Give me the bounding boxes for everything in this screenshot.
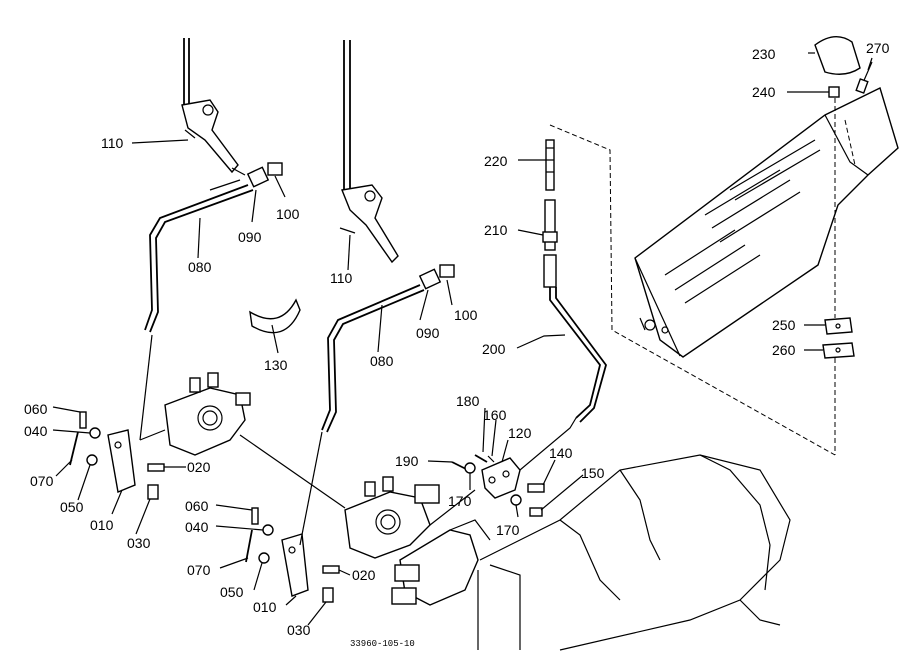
label-190: 190: [395, 453, 419, 469]
label-080-upper: 080: [188, 259, 212, 275]
label-040-left: 040: [24, 423, 48, 439]
label-210: 210: [484, 222, 508, 238]
label-090-upper: 090: [238, 229, 262, 245]
label-150: 150: [581, 465, 605, 481]
lever-arm-upper-left: [181, 38, 246, 176]
label-060-center: 060: [185, 498, 209, 514]
threaded-rod: [545, 139, 555, 191]
label-050-left: 050: [60, 499, 84, 515]
pin-070-left: [69, 431, 79, 466]
label-110-upper: 110: [101, 135, 124, 151]
link-rod-080-upper: [144, 179, 254, 333]
bracket-010-left: [107, 429, 136, 493]
label-020-left: 020: [187, 459, 211, 475]
label-080-center: 080: [370, 353, 394, 369]
label-050-center: 050: [220, 584, 244, 600]
label-030-center: 030: [287, 622, 311, 638]
label-200: 200: [482, 341, 506, 357]
label-240: 240: [752, 84, 776, 100]
washer-170-b: [510, 494, 522, 506]
label-010-center: 010: [253, 599, 277, 615]
plate-250: [824, 317, 853, 335]
label-070-left: 070: [30, 473, 54, 489]
knob-pin: [855, 61, 873, 94]
label-270: 270: [866, 40, 890, 56]
label-020-center: 020: [352, 567, 376, 583]
lever-knob: [814, 36, 861, 75]
bolt-060-center: [251, 507, 259, 525]
bolt-150: [529, 507, 543, 517]
bolt-030-center: [322, 587, 334, 603]
washer-050-left: [86, 454, 98, 466]
rod-nut: [542, 199, 558, 251]
label-130: 130: [264, 357, 288, 373]
label-070-center: 070: [187, 562, 211, 578]
control-valve-left: [139, 372, 251, 456]
lever-plate-120: [481, 457, 521, 499]
bracket-010-center: [281, 533, 309, 597]
leader-lines: [52, 52, 873, 626]
label-060-left: 060: [24, 401, 48, 417]
main-valve-block: [391, 519, 491, 606]
label-220: 220: [484, 153, 508, 169]
washer-050-center: [258, 552, 270, 564]
washer-170-a: [464, 462, 476, 474]
washer-040-center: [262, 524, 274, 536]
label-120: 120: [508, 425, 532, 441]
label-170-a: 170: [448, 493, 472, 509]
link-rod-080-center: [321, 284, 425, 433]
bolt-030-left: [147, 484, 159, 500]
bolt-020-center: [322, 565, 340, 574]
clip-130: [249, 298, 301, 334]
label-160: 160: [483, 407, 507, 423]
lever-arm-upper-center: [341, 40, 399, 264]
pivot-pin-110-upper: [184, 129, 196, 139]
control-console-housing: [634, 87, 899, 358]
drawing-code: 33960-105-10: [350, 639, 415, 649]
label-030-left: 030: [127, 535, 151, 551]
plate-260: [822, 342, 855, 359]
label-260: 260: [772, 342, 796, 358]
bolt-140: [527, 483, 545, 493]
label-230: 230: [752, 46, 776, 62]
label-250: 250: [772, 317, 796, 333]
pin-070-center: [245, 529, 253, 563]
control-rod: [499, 254, 607, 481]
pin-160: [487, 455, 495, 463]
label-110-center: 110: [330, 270, 353, 286]
part-labels: 230 270 240 110 100 090 080 220 210 200 …: [24, 40, 890, 638]
washer-040-left: [89, 427, 101, 439]
label-180: 180: [456, 393, 480, 409]
turnbuckle-090-center: [418, 268, 442, 290]
bolt-060-left: [79, 411, 87, 429]
control-valve-center: [344, 476, 440, 559]
pivot-pin-110-center: [339, 227, 356, 234]
nut-100-upper: [267, 162, 283, 176]
turnbuckle-090-upper: [246, 166, 270, 188]
nut-100-center: [439, 264, 455, 278]
lever-nut: [828, 86, 840, 98]
label-010-left: 010: [90, 517, 114, 533]
label-170-b: 170: [496, 522, 520, 538]
tractor-body-outline: [477, 454, 791, 651]
bolt-020-left: [147, 463, 165, 472]
label-100-upper: 100: [276, 206, 300, 222]
pin-180: [474, 454, 488, 463]
label-040-center: 040: [185, 519, 209, 535]
label-140: 140: [549, 445, 573, 461]
label-100-center: 100: [454, 307, 478, 323]
label-090-center: 090: [416, 325, 440, 341]
